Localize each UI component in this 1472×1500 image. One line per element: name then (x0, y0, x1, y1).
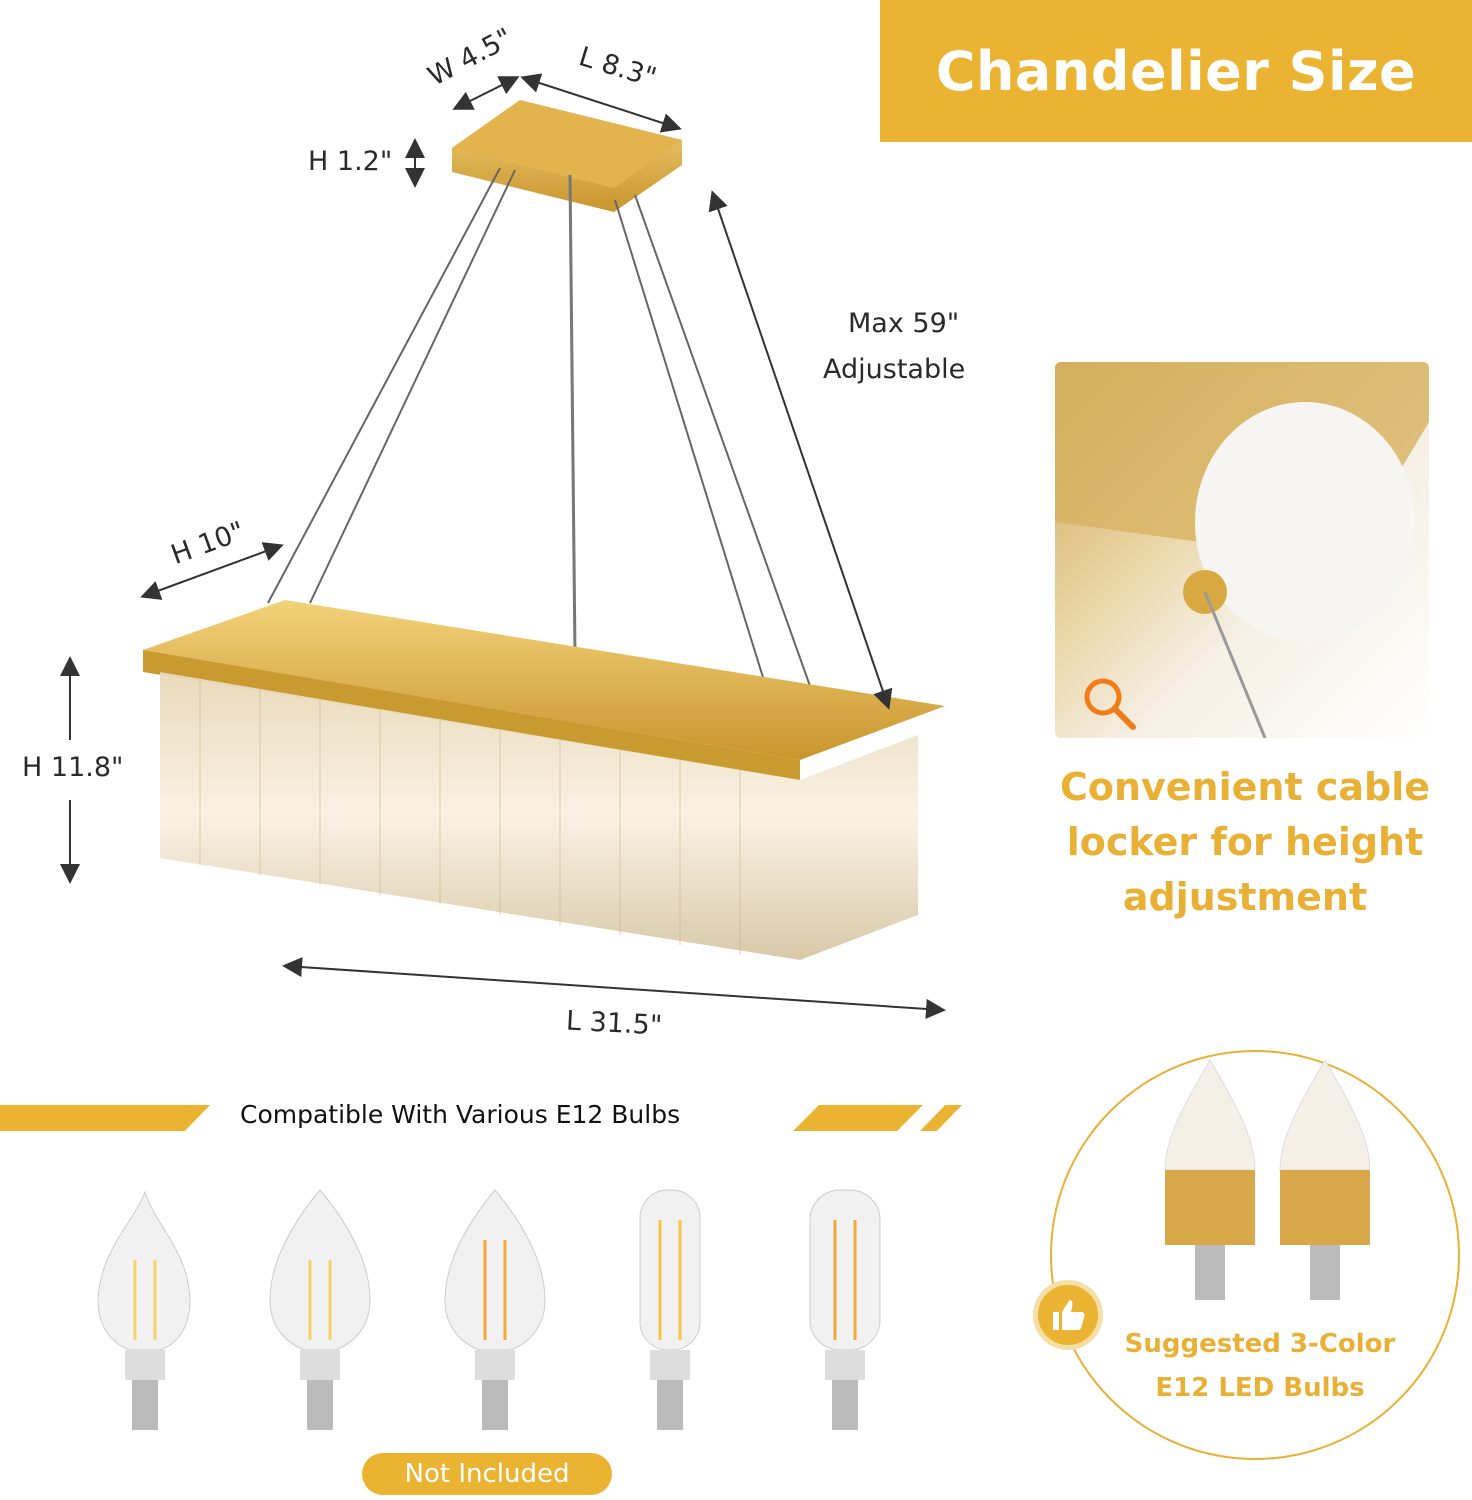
suggested-bulbs-circle (1050, 1050, 1460, 1460)
body-height-label: H 11.8" (22, 752, 124, 783)
caption-line-2: locker for height (1066, 820, 1424, 864)
suggested-bulbs-caption: Suggested 3-Color E12 LED Bulbs (1100, 1322, 1420, 1410)
title-banner: Chandelier Size (880, 0, 1472, 142)
suggested-led-bulbs (1164, 1058, 1370, 1300)
decorative-bar-right-small (920, 1105, 962, 1131)
flame-tip-candle-bulb-icon (97, 1190, 191, 1430)
page-title: Chandelier Size (935, 39, 1417, 103)
thumbs-up-icon (1033, 1280, 1103, 1350)
body-length-label: L 31.5" (565, 1005, 663, 1042)
chandelier-diagram (60, 73, 946, 1019)
cable-adjustable-label: Adjustable (823, 354, 966, 385)
candle-bulb-icon (269, 1189, 371, 1430)
suggested-line-1: Suggested 3-Color (1124, 1329, 1396, 1359)
cable-locker-caption: Convenient cable locker for height adjus… (1030, 760, 1460, 925)
led-bulb-icon (1279, 1058, 1370, 1300)
led-bulb-icon (1164, 1058, 1256, 1300)
cable-max-label: Max 59" (848, 308, 960, 339)
candle-bulb-warm-icon (444, 1189, 546, 1430)
canopy-height-label: H 1.2" (308, 146, 393, 177)
magnifier-icon (1084, 678, 1122, 716)
tubular-bulb-clear-icon (809, 1189, 881, 1430)
bulb-lineup (97, 1189, 881, 1430)
decorative-bar-right (793, 1105, 923, 1131)
compatible-bulbs-title: Compatible With Various E12 Bulbs (240, 1100, 681, 1129)
caption-line-1: Convenient cable (1059, 765, 1431, 809)
cable-locker-photo (1055, 362, 1429, 738)
not-included-badge: Not Included (362, 1453, 612, 1495)
tubular-bulb-icon (639, 1189, 701, 1430)
decorative-bar-left (0, 1105, 210, 1131)
caption-line-3: adjustment (1122, 875, 1368, 919)
suggested-line-2: E12 LED Bulbs (1155, 1373, 1365, 1403)
